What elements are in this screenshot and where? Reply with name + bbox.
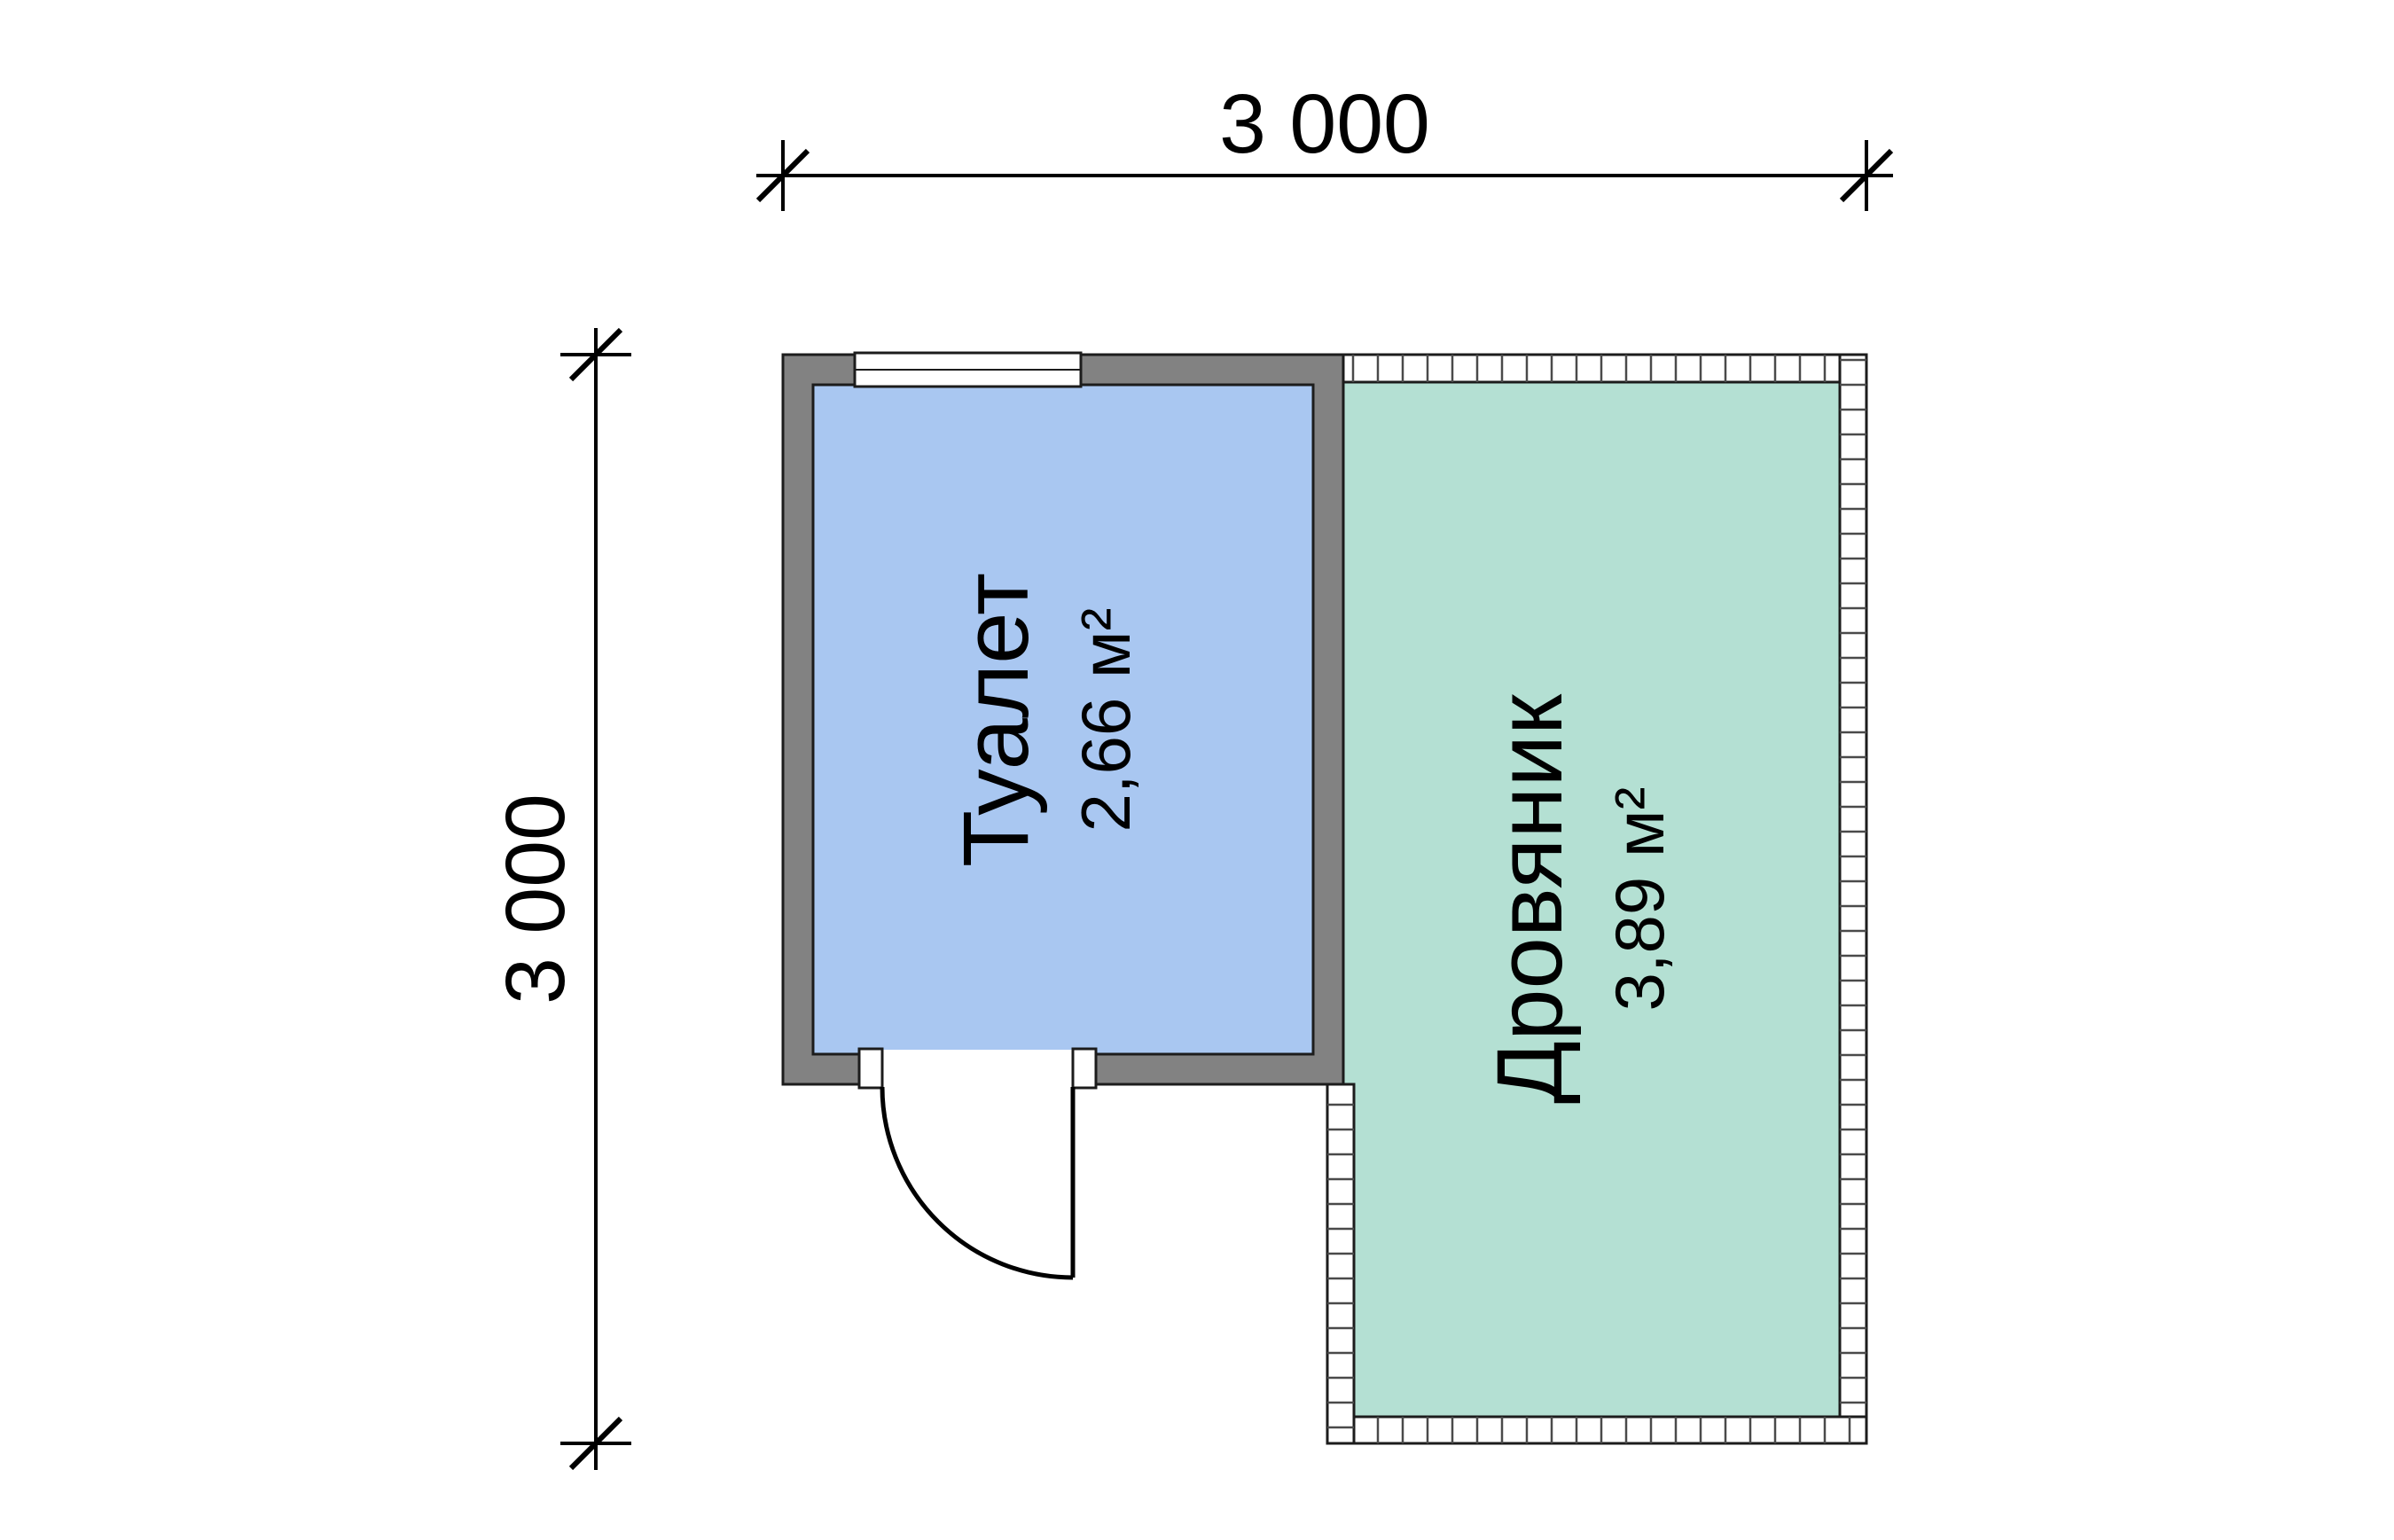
door-swing-arc bbox=[880, 1086, 1074, 1280]
toilet-floor bbox=[811, 383, 1315, 1056]
woodshed-wall-bottom-planks bbox=[1327, 1417, 1866, 1443]
woodshed-name-label: Дровяник bbox=[1478, 693, 1582, 1104]
woodshed-wall-top-planks bbox=[1343, 355, 1866, 382]
toilet-label-group: Туалет 2,66 м² bbox=[944, 573, 1145, 867]
dimension-left-label: 3 000 bbox=[489, 793, 583, 1005]
dimension-left-tick-top bbox=[568, 327, 623, 382]
dimension-top-label: 3 000 bbox=[1219, 77, 1430, 171]
door-opening bbox=[859, 1050, 1096, 1089]
dimension-top: 3 000 bbox=[755, 77, 1894, 211]
door-jamb-left bbox=[857, 1047, 884, 1090]
woodshed-label-group: Дровяник 3,89 м² bbox=[1478, 693, 1678, 1104]
woodshed-room bbox=[1326, 353, 1868, 1445]
dimension-left-tick-bottom bbox=[568, 1416, 623, 1471]
door-jamb-right bbox=[1071, 1047, 1098, 1090]
toilet-area-label: 2,66 м² bbox=[1067, 607, 1145, 832]
woodshed-floor bbox=[1342, 379, 1842, 1419]
woodshed-wall-left-planks bbox=[1327, 1084, 1354, 1443]
toilet-room bbox=[781, 351, 1345, 1090]
door bbox=[880, 1086, 1076, 1280]
woodshed-wall-right-planks bbox=[1840, 355, 1866, 1443]
dimension-top-tick-right bbox=[1839, 148, 1894, 203]
dimension-top-tick-left bbox=[755, 148, 810, 203]
dimension-left: 3 000 bbox=[489, 327, 631, 1471]
woodshed-area-label: 3,89 м² bbox=[1600, 786, 1678, 1011]
toilet-name-label: Туалет bbox=[944, 573, 1048, 867]
